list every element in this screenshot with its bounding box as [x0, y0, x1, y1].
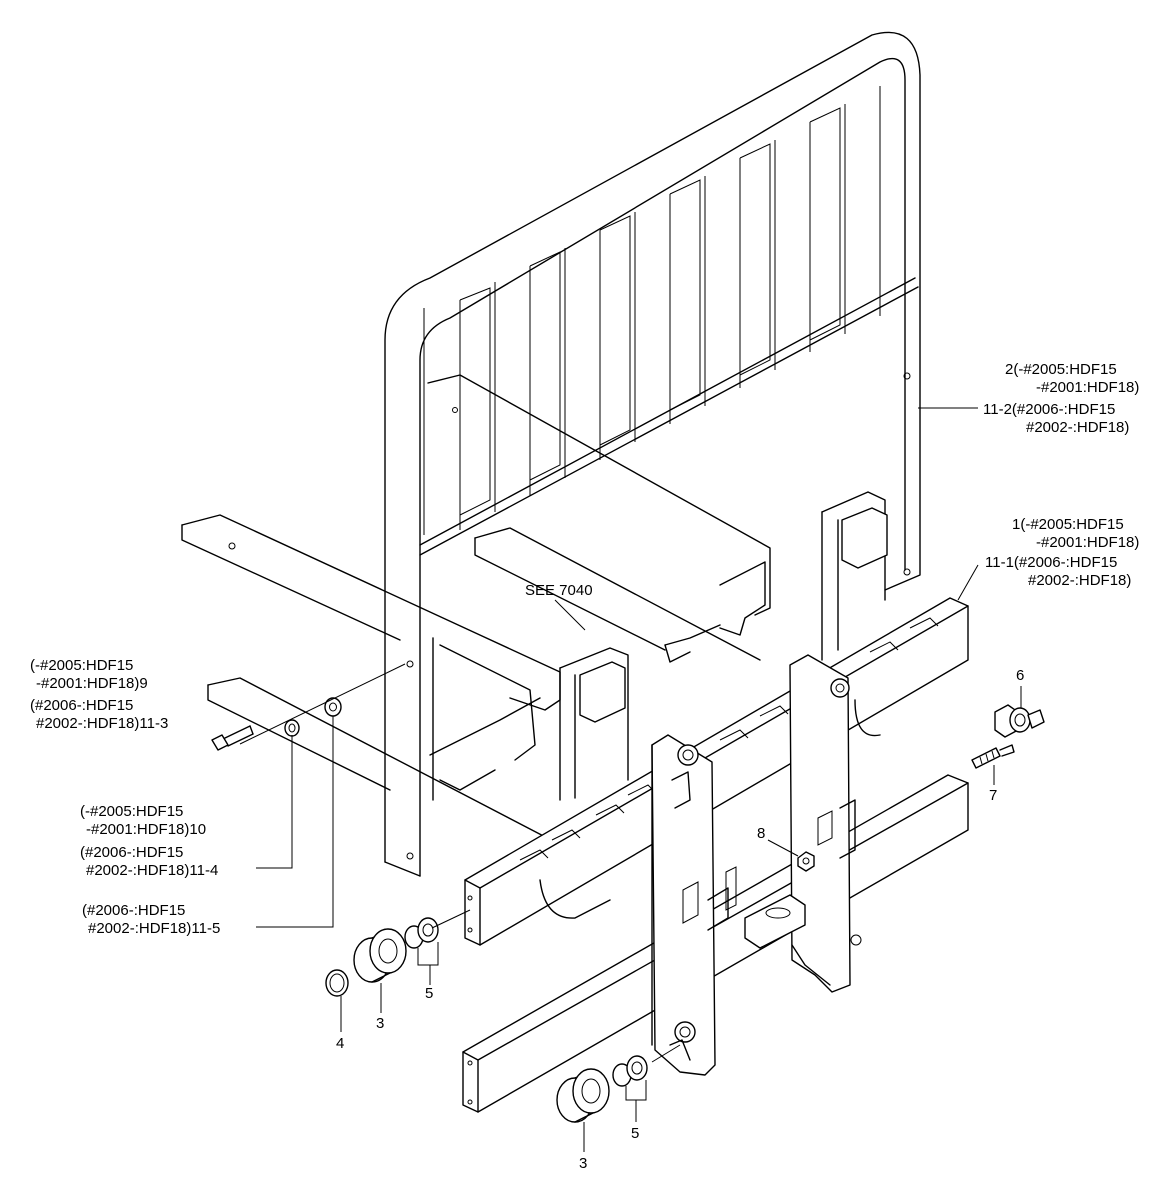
callout-2-line2: -#2001:HDF18): [1036, 379, 1139, 396]
callout-3-lower: 3: [579, 1155, 587, 1172]
callout-10-line2: -#2001:HDF18)10: [86, 821, 206, 838]
callout-11-2-line1: 11-2(#2006-:HDF15: [983, 401, 1115, 418]
callout-11-5-line2: #2002-:HDF18)11-5: [88, 920, 220, 937]
callout-labels: 2(-#2005:HDF15 -#2001:HDF18) 11-2(#2006-…: [30, 361, 1139, 1172]
callout-8: 8: [757, 825, 765, 842]
callout-11-1-line1: 11-1(#2006-:HDF15: [985, 554, 1117, 571]
callout-7: 7: [989, 787, 997, 804]
washer-11-5: [324, 697, 342, 717]
callout-9-line2: -#2001:HDF18)9: [36, 675, 148, 692]
callout-11-1-line2: #2002-:HDF18): [1028, 572, 1131, 589]
callout-4: 4: [336, 1035, 344, 1052]
bearing-3-upper: [353, 928, 407, 983]
callout-11-5-line1: (#2006-:HDF15: [82, 902, 185, 919]
bolt-11-3: [211, 725, 254, 751]
fork-right: [427, 374, 771, 663]
nut-8: [797, 851, 815, 872]
callout-11-4-line1: (#2006-:HDF15: [80, 844, 183, 861]
callout-11-2-line2: #2002-:HDF18): [1026, 419, 1129, 436]
shims-5-upper: [404, 917, 439, 949]
leader-lines: [239, 407, 1022, 1152]
washer-11-4: [284, 719, 300, 737]
bearing-3-lower: [556, 1068, 610, 1123]
callout-3-upper: 3: [376, 1015, 384, 1032]
callout-11-4-line2: #2002-:HDF18)11-4: [86, 862, 218, 879]
callout-2-line1: 2(-#2005:HDF15: [1005, 361, 1117, 378]
side-shift-plate-right: [744, 654, 862, 993]
callout-10-line1: (-#2005:HDF15: [80, 803, 183, 820]
callout-5-upper: 5: [425, 985, 433, 1002]
fork-left: [181, 514, 561, 871]
see-7040-label: SEE 7040: [525, 582, 593, 599]
shims-5-lower: [612, 1055, 648, 1087]
callout-5-lower: 5: [631, 1125, 639, 1142]
load-backrest: [384, 31, 921, 877]
callout-6: 6: [1016, 667, 1024, 684]
callout-9-line1: (-#2005:HDF15: [30, 657, 133, 674]
callout-11-3-line1: (#2006-:HDF15: [30, 697, 133, 714]
grease-fitting-7: [971, 744, 1015, 769]
snap-ring-4: [325, 969, 349, 997]
callout-11-3-line2: #2002-:HDF18)11-3: [36, 715, 168, 732]
callout-1-line1: 1(-#2005:HDF15: [1012, 516, 1124, 533]
callout-1-line2: -#2001:HDF18): [1036, 534, 1139, 551]
bushing-6: [994, 704, 1045, 738]
side-shift-plate-left: [651, 734, 737, 1076]
